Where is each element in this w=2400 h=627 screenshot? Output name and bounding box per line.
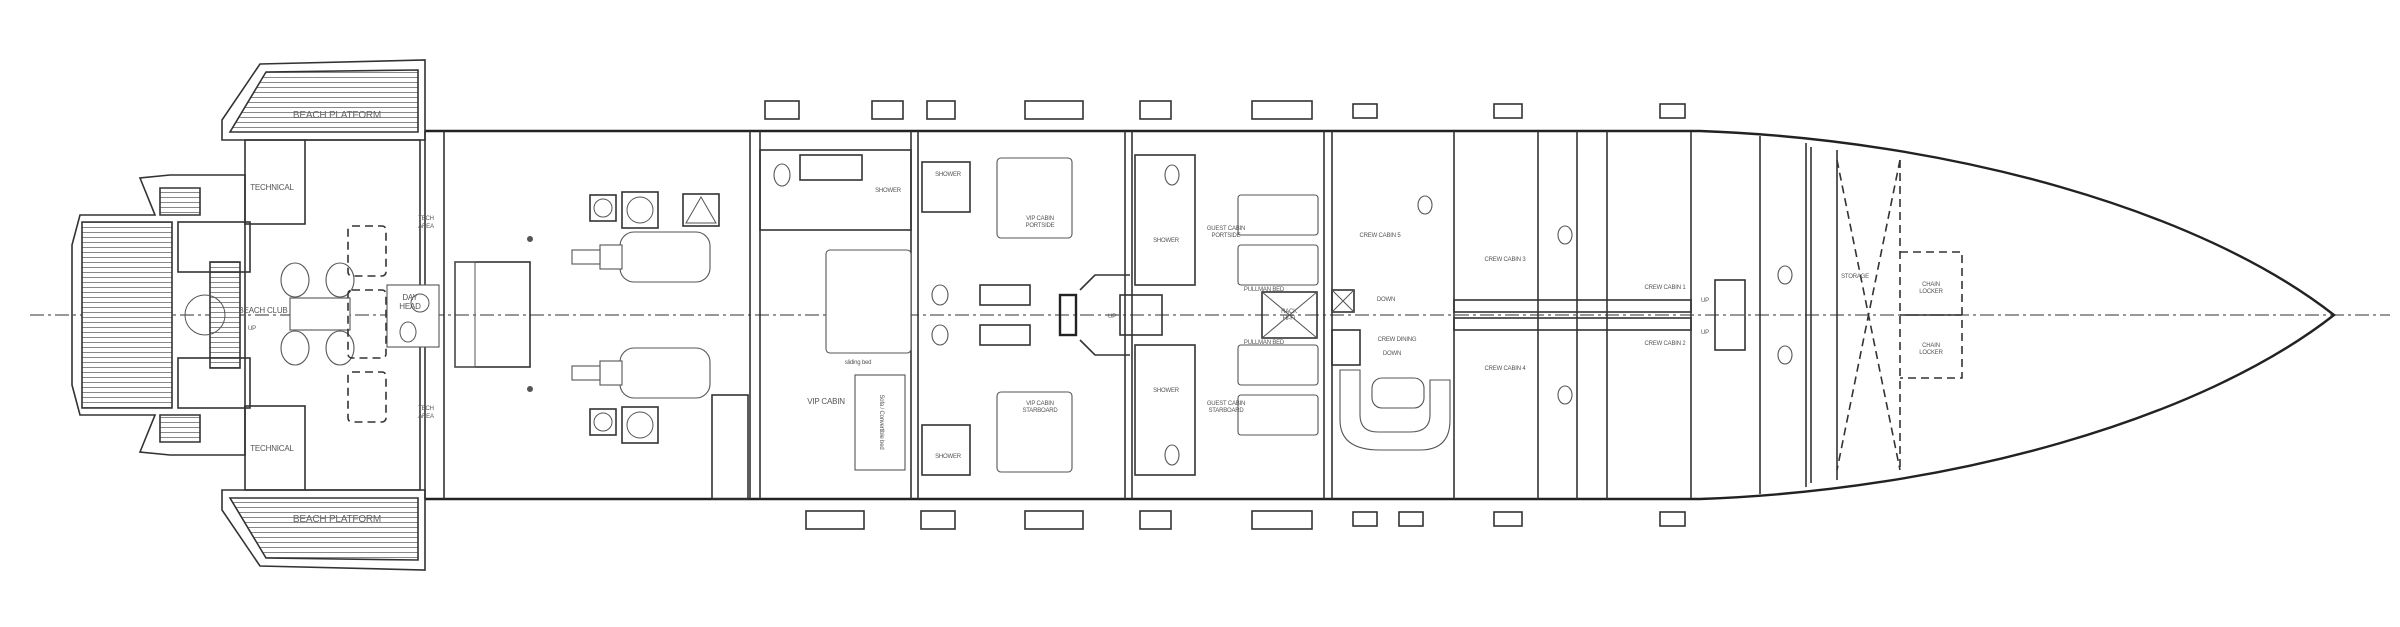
beach-club-area: TECHNICAL TECHNICAL BEACH CLUB DAY HEAD … bbox=[71, 139, 440, 491]
label-sliding-bed: sliding bed bbox=[845, 360, 872, 366]
label-guest-starboard-2: STARBOARD bbox=[1208, 408, 1244, 414]
bow-area: STORAGE CHAIN LOCKER CHAIN LOCKER bbox=[1836, 159, 1963, 471]
label-tech-area-stbd: TECH bbox=[418, 406, 434, 412]
label-guest-portside: GUEST CABIN bbox=[1207, 226, 1245, 232]
label-beach-club: BEACH CLUB bbox=[238, 306, 287, 315]
label-beach-platform-stbd: BEACH PLATFORM bbox=[293, 514, 381, 525]
label-sofa-bed: Sofa / Convertible bed bbox=[878, 395, 884, 450]
label-day-head-2: HEAD bbox=[399, 302, 421, 311]
label-down-1: DOWN bbox=[1377, 297, 1395, 303]
vip-cabins: SHOWER SHOWER VIP CABIN PORTSIDE VIP CAB… bbox=[921, 157, 1163, 476]
label-shower-vip: SHOWER bbox=[875, 188, 902, 194]
label-vip-starboard-2: STARBOARD bbox=[1022, 408, 1058, 414]
label-crew-cabin-3: CREW CABIN 3 bbox=[1485, 257, 1527, 263]
label-guest-shower-port: SHOWER bbox=[1153, 238, 1180, 244]
label-crew-cabin-1: CREW CABIN 1 bbox=[1645, 285, 1687, 291]
label-vip-portside-2: PORTSIDE bbox=[1026, 223, 1055, 229]
hull-outline bbox=[425, 129, 2336, 501]
engine-port bbox=[571, 231, 711, 283]
label-vip-starboard: VIP CABIN bbox=[1026, 401, 1054, 407]
label-shower-stbd: SHOWER bbox=[935, 454, 962, 460]
label-rack-hifi: RACK bbox=[1281, 309, 1297, 315]
label-crew-cabin-2: CREW CABIN 2 bbox=[1645, 341, 1687, 347]
label-pullman-stbd: PULLMAN BED bbox=[1244, 340, 1285, 346]
label-up-stern: UP bbox=[248, 326, 256, 332]
engine-room bbox=[454, 191, 720, 444]
label-technical-port: TECHNICAL bbox=[250, 183, 294, 192]
label-technical-stbd: TECHNICAL bbox=[250, 444, 294, 453]
label-tech-area-stbd-2: AREA bbox=[418, 414, 434, 420]
beach-platform-stbd: BEACH PLATFORM bbox=[221, 489, 426, 571]
label-guest-portside-2: PORTSIDE bbox=[1212, 233, 1241, 239]
label-shower-port: SHOWER bbox=[935, 172, 962, 178]
label-rack-hifi-2: HI-FI bbox=[1283, 316, 1296, 322]
vip-cabin-aft: VIP CABIN SHOWER sliding bed Sofa / Conv… bbox=[711, 149, 912, 500]
label-chain-locker-stbd-2: LOCKER bbox=[1919, 350, 1943, 356]
label-tech-area-port-2: AREA bbox=[418, 224, 434, 230]
hull-windows bbox=[764, 100, 1686, 530]
beach-platform-port: BEACH PLATFORM bbox=[221, 59, 426, 141]
label-guest-starboard: GUEST CABIN bbox=[1207, 401, 1245, 407]
label-day-head: DAY bbox=[402, 293, 418, 302]
crew-area: CREW CABIN 5 CREW DINING DOWN DOWN CREW … bbox=[1331, 195, 1793, 451]
label-up-crew-1: UP bbox=[1701, 298, 1709, 304]
label-vip-portside: VIP CABIN bbox=[1026, 216, 1054, 222]
label-down-2: DOWN bbox=[1383, 351, 1401, 357]
label-vip-cabin: VIP CABIN bbox=[807, 397, 845, 406]
label-beach-platform-port: BEACH PLATFORM bbox=[293, 110, 381, 121]
label-up-guest: UP bbox=[1108, 314, 1116, 320]
label-tech-area-port: TECH bbox=[418, 216, 434, 222]
label-crew-cabin-4: CREW CABIN 4 bbox=[1485, 366, 1527, 372]
label-pullman-port: PULLMAN BED bbox=[1244, 287, 1285, 293]
guest-cabins: SHOWER SHOWER GUEST CABIN PORTSIDE GUEST… bbox=[1134, 154, 1319, 476]
label-up-crew-2: UP bbox=[1701, 330, 1709, 336]
label-guest-shower-stbd: SHOWER bbox=[1153, 388, 1180, 394]
engine-stbd bbox=[571, 347, 711, 399]
label-crew-dining: CREW DINING bbox=[1378, 337, 1417, 343]
label-crew-cabin-5: CREW CABIN 5 bbox=[1360, 233, 1402, 239]
label-chain-locker-stbd: CHAIN bbox=[1922, 343, 1940, 349]
label-chain-locker-port: CHAIN bbox=[1922, 282, 1940, 288]
label-chain-locker-port-2: LOCKER bbox=[1919, 289, 1943, 295]
label-storage: STORAGE bbox=[1841, 274, 1869, 280]
